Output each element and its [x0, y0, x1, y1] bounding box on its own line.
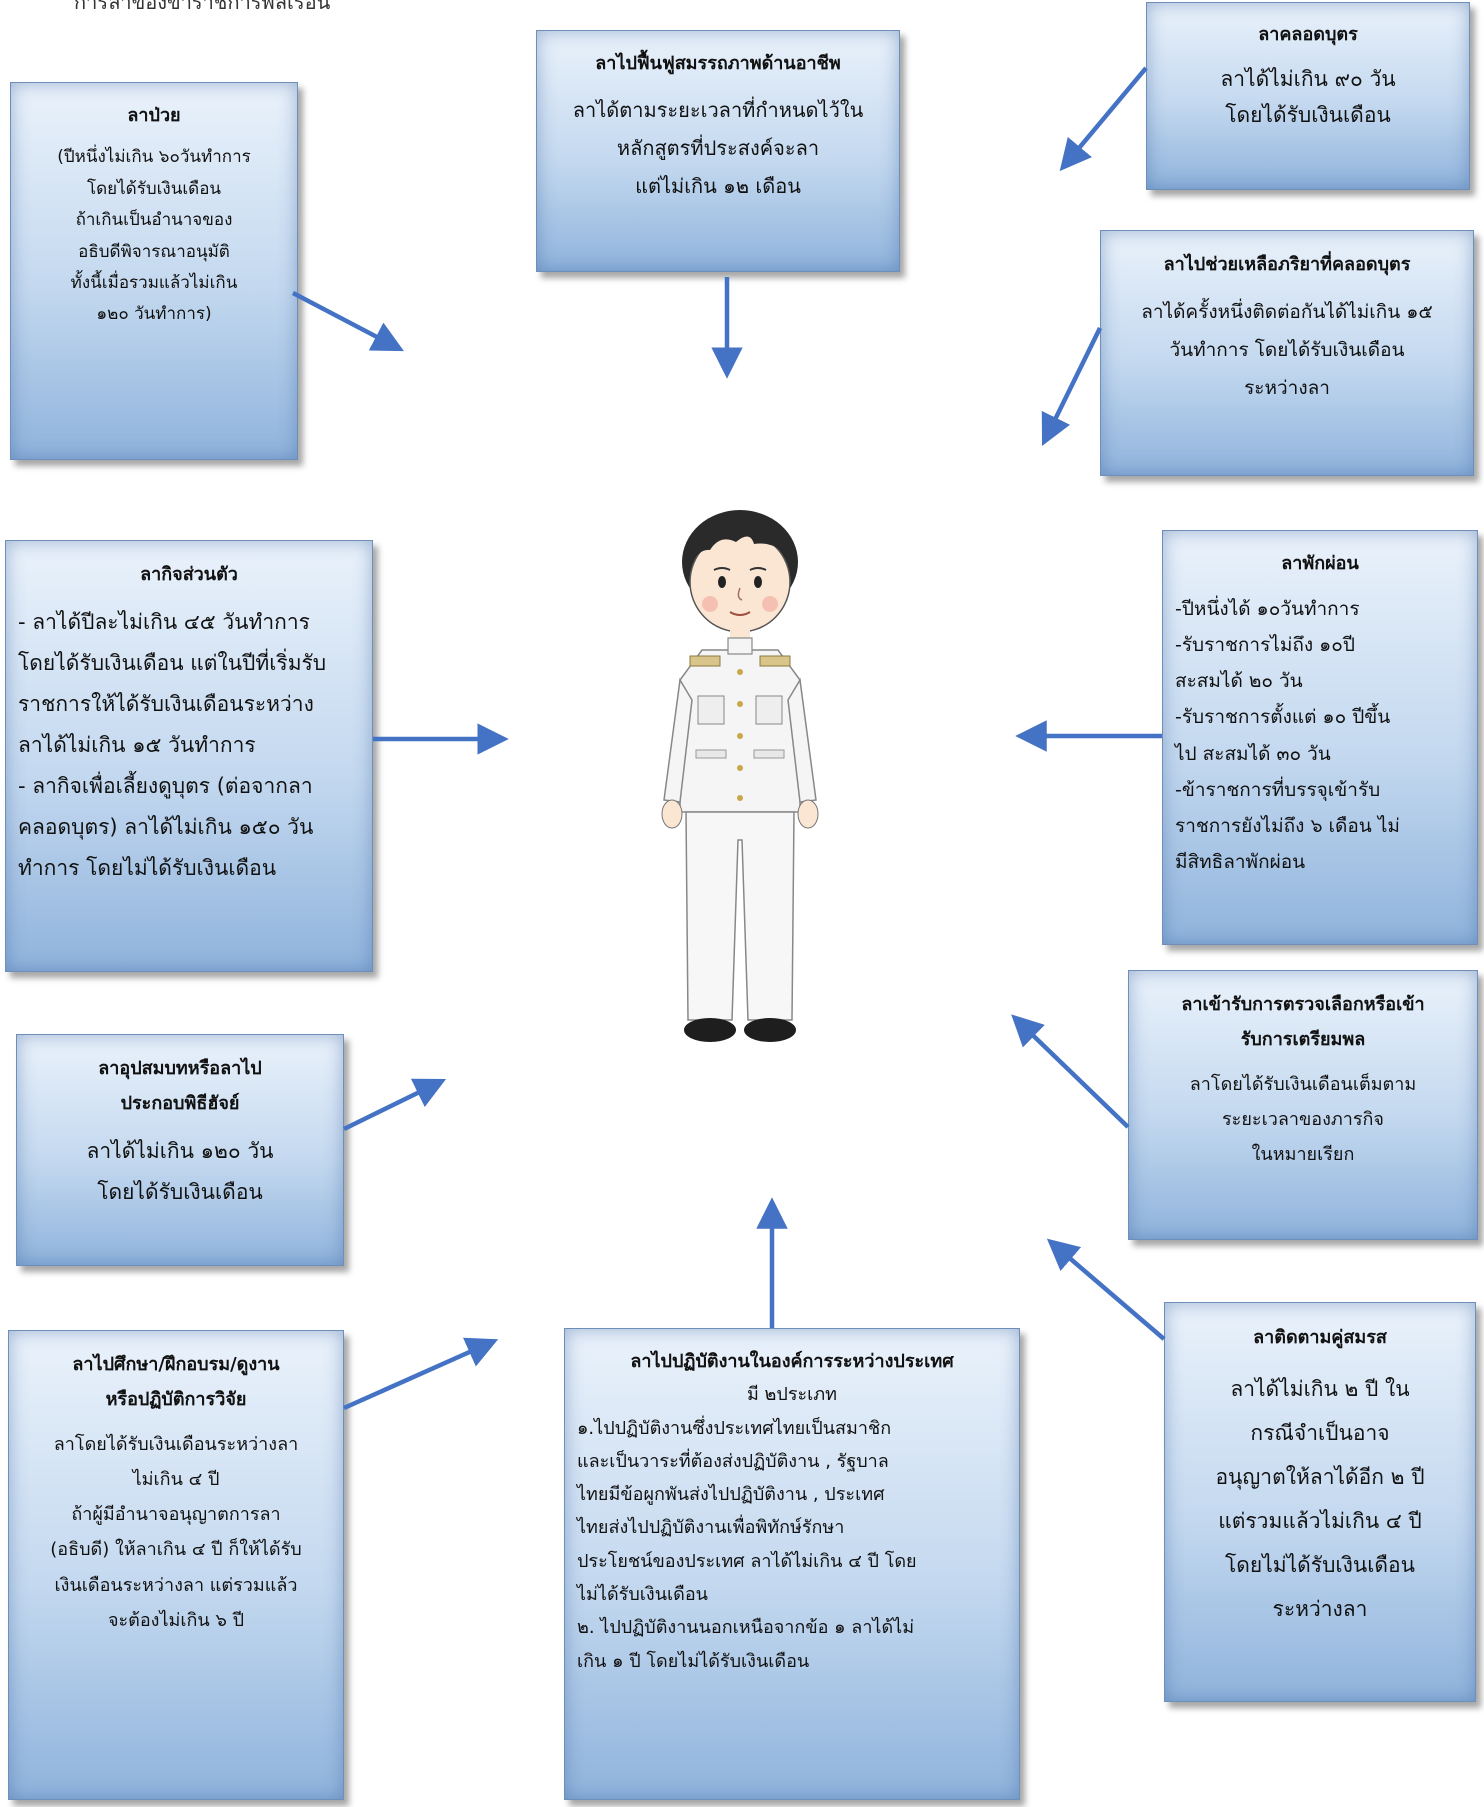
- box-ordination-leave: ลาอุปสมบทหรือลาไป ประกอบพิธีฮัจย์ ลาได้ไ…: [16, 1034, 344, 1266]
- box-title-line: รับการเตรียมพล: [1240, 1029, 1366, 1051]
- box-follow-spouse-leave: ลาติดตามคู่สมรส ลาได้ไม่เกิน ๒ ปี ใน กรณ…: [1164, 1302, 1476, 1702]
- box-line: - ลากิจเพื่อเลี้ยงดูบุตร (ต่อจากลา: [18, 773, 313, 798]
- box-line: ลาได้ไม่เกิน ๙๐ วัน: [1220, 66, 1396, 91]
- box-line: ๒. ไปปฏิบัติงานนอกเหนือจากข้อ ๑ ลาได้ไม่: [577, 1617, 915, 1639]
- box-line: ๑๒๐ วันทำการ): [96, 304, 212, 325]
- box-line: ถ้าผู้มีอำนาจอนุญาตการลา: [71, 1504, 281, 1526]
- box-line: จะต้องไม่เกิน ๖ ปี: [107, 1609, 245, 1631]
- arrow-spouse: [1046, 1238, 1166, 1341]
- box-line: ลาโดยได้รับเงินเดือนระหว่างลา: [53, 1434, 299, 1456]
- box-line: (ปีหนึ่งไม่เกิน ๖๐วันทำการ: [57, 147, 251, 168]
- box-line: วันทำการ โดยได้รับเงินเดือน: [1169, 339, 1405, 361]
- box-title: ลากิจส่วนตัว: [140, 564, 238, 585]
- arrow-study: [343, 1337, 499, 1411]
- box-line: ประโยชน์ของประเทศ ลาได้ไม่เกิน ๔ ปี โดย: [577, 1550, 917, 1572]
- box-line: ไป สะสมได้ ๓๐ วัน: [1175, 742, 1331, 765]
- box-line: -รับราชการตั้งแต่ ๑๐ ปีขึ้น: [1175, 706, 1391, 729]
- box-line: อธิบดีพิจารณาอนุมัติ: [78, 241, 230, 262]
- box-line: เงินเดือนระหว่างลา แต่รวมแล้ว: [54, 1574, 298, 1596]
- box-title: ลาไปช่วยเหลือภริยาที่คลอดบุตร: [1163, 254, 1411, 275]
- box-line: มีสิทธิลาพักผ่อน: [1175, 850, 1306, 873]
- box-title: ลาอุปสมบทหรือลาไป ประกอบพิธีฮัจย์: [29, 1051, 331, 1121]
- box-title: ลาไปฟื้นฟูสมรรถภาพด้านอาชีพ: [595, 53, 841, 74]
- box-line: คลอดบุตร) ลาได้ไม่เกิน ๑๕๐ วัน: [18, 814, 314, 839]
- box-line: ลาได้ไม่เกิน ๑๒๐ วัน: [86, 1139, 274, 1164]
- box-line: โดยไม่ได้รับเงินเดือน: [1224, 1553, 1415, 1578]
- box-maternity-leave: ลาคลอดบุตร ลาได้ไม่เกิน ๙๐ วัน โดยได้รับ…: [1146, 2, 1470, 190]
- box-help-wife-leave: ลาไปช่วยเหลือภริยาที่คลอดบุตร ลาได้ครั้ง…: [1100, 230, 1474, 476]
- box-title: ลาเข้ารับการตรวจเลือกหรือเข้า รับการเตรี…: [1141, 987, 1465, 1057]
- box-line: กรณีจำเป็นอาจ: [1250, 1420, 1390, 1445]
- box-military-leave: ลาเข้ารับการตรวจเลือกหรือเข้า รับการเตรี…: [1128, 970, 1478, 1240]
- box-line: แต่รวมแล้วไม่เกิน ๔ ปี: [1218, 1509, 1422, 1534]
- box-line: (อธิบดี) ให้ลาเกิน ๔ ปี ก็ให้ได้รับ: [50, 1539, 302, 1561]
- box-title: ลาไปศึกษา/ฝึกอบรม/ดูงาน หรือปฏิบัติการวิ…: [21, 1347, 331, 1417]
- box-sick-leave: ลาป่วย (ปีหนึ่งไม่เกิน ๖๐วันทำการ โดยได้…: [10, 82, 298, 460]
- box-line: โดยได้รับเงินเดือน แต่ในปีที่เริ่มรับ: [18, 651, 327, 676]
- arrow-helpwife: [1041, 327, 1103, 447]
- box-line: ราชการให้ได้รับเงินเดือนระหว่าง: [18, 691, 314, 716]
- box-line: ระหว่างลา: [1272, 1597, 1368, 1622]
- box-line: ถ้าเกินเป็นอำนาจของ: [75, 210, 233, 231]
- box-title: ลาพักผ่อน: [1281, 553, 1359, 574]
- box-line: มี ๒ประเภท: [746, 1384, 838, 1406]
- box-title: ลาป่วย: [127, 105, 181, 126]
- box-study-leave: ลาไปศึกษา/ฝึกอบรม/ดูงาน หรือปฏิบัติการวิ…: [8, 1330, 344, 1800]
- box-line: ไม่ได้รับเงินเดือน: [577, 1584, 708, 1606]
- box-line: ทั้งนี้เมื่อรวมแล้วไม่เกิน: [70, 273, 238, 294]
- box-line: โดยได้รับเงินเดือน: [97, 1180, 263, 1205]
- box-line: ในหมายเรียก: [1251, 1144, 1355, 1166]
- arrow-maternity: [1059, 66, 1148, 172]
- box-line: ลาได้ไม่เกิน ๒ ปี ใน: [1230, 1376, 1410, 1401]
- box-line: เกิน ๑ ปี โดยไม่ได้รับเงินเดือน: [577, 1650, 810, 1672]
- cut-off-heading: การลาของข้าราชการพลเรือน: [74, 0, 331, 14]
- box-line: ทำการ โดยไม่ได้รับเงินเดือน: [18, 855, 277, 880]
- box-title-line: หรือปฏิบัติการวิจัย: [105, 1389, 247, 1411]
- box-title-line: ลาเข้ารับการตรวจเลือกหรือเข้า: [1181, 994, 1425, 1015]
- box-line: -รับราชการไม่ถึง ๑๐ปี: [1175, 634, 1355, 657]
- box-line: โดยได้รับเงินเดือน: [86, 178, 222, 199]
- box-line: ลาได้ตามระยะเวลาที่กำหนดไว้ใน: [572, 98, 864, 123]
- box-line: ไทยมีข้อผูกพันส่งไปปฏิบัติงาน , ประเทศ: [577, 1484, 885, 1506]
- box-line: โดยได้รับเงินเดือน: [1225, 103, 1391, 128]
- box-line: และเป็นวาระที่ต้องส่งปฏิบัติงาน , รัฐบาล: [577, 1450, 889, 1472]
- box-international-org-leave: ลาไปปฏิบัติงานในองค์การระหว่างประเทศ มี …: [564, 1328, 1020, 1800]
- box-line: ๑.ไปปฏิบัติงานซึ่งประเทศไทยเป็นสมาชิก: [577, 1417, 892, 1439]
- box-vacation-leave: ลาพักผ่อน -ปีหนึ่งได้ ๑๐วันทำการ -รับราช…: [1162, 530, 1478, 945]
- arrow-military: [1011, 1014, 1130, 1129]
- box-line: สะสมได้ ๒๐ วัน: [1175, 670, 1303, 693]
- box-title-line: ลาไปศึกษา/ฝึกอบรม/ดูงาน: [72, 1354, 280, 1375]
- box-line: หลักสูตรที่ประสงค์จะลา: [616, 136, 820, 161]
- box-title: ลาติดตามคู่สมรส: [1253, 1327, 1387, 1348]
- box-line: ลาได้ไม่เกิน ๑๕ วันทำการ: [18, 732, 256, 757]
- box-title-line: ลาอุปสมบทหรือลาไป: [98, 1058, 262, 1079]
- box-title-line: ประกอบพิธีฮัจย์: [120, 1093, 240, 1115]
- box-rehab-leave: ลาไปฟื้นฟูสมรรถภาพด้านอาชีพ ลาได้ตามระยะ…: [536, 30, 900, 272]
- civil-servant-figure: [661, 510, 819, 1042]
- box-line: ไทยส่งไปปฏิบัติงานเพื่อพิทักษ์รักษา: [577, 1517, 845, 1539]
- box-line: ไม่เกิน ๔ ปี: [132, 1469, 220, 1491]
- box-line: ระยะเวลาของภารกิจ: [1222, 1109, 1384, 1131]
- box-line: อนุญาตให้ลาได้อีก ๒ ปี: [1215, 1464, 1425, 1489]
- box-line: -ข้าราชการที่บรรจุเข้ารับ: [1175, 778, 1381, 801]
- box-line: - ลาได้ปีละไม่เกิน ๔๕ วันทำการ: [18, 610, 310, 635]
- box-line: ลาได้ครั้งหนึ่งติดต่อกันได้ไม่เกิน ๑๕: [1141, 301, 1433, 323]
- box-title: ลาไปปฏิบัติงานในองค์การระหว่างประเทศ: [630, 1351, 954, 1372]
- box-line: ระหว่างลา: [1244, 377, 1330, 399]
- arrow-ordain: [343, 1078, 447, 1132]
- box-line: ลาโดยได้รับเงินเดือนเต็มตาม: [1189, 1074, 1417, 1096]
- box-line: ราชการยังไม่ถึง ๖ เดือน ไม่: [1175, 814, 1400, 837]
- arrow-sick: [291, 291, 404, 352]
- box-line: แต่ไม่เกิน ๑๒ เดือน: [635, 174, 801, 199]
- box-title: ลาคลอดบุตร: [1258, 24, 1358, 45]
- box-personal-leave: ลากิจส่วนตัว - ลาได้ปีละไม่เกิน ๔๕ วันทำ…: [5, 540, 373, 972]
- box-line: -ปีหนึ่งได้ ๑๐วันทำการ: [1175, 598, 1360, 621]
